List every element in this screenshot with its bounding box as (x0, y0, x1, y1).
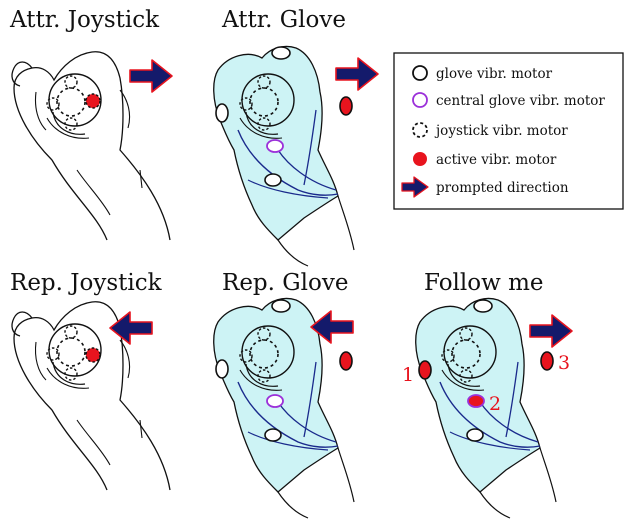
legend: glove vibr. motor central glove vibr. mo… (394, 53, 623, 209)
glove-motor (216, 360, 228, 378)
panel-title: Attr. Joystick (9, 7, 160, 33)
central-motor-icon (413, 93, 427, 107)
legend-label: prompted direction (436, 180, 569, 196)
joystick-motor-icon (413, 123, 427, 137)
panel-title: Follow me (424, 270, 544, 296)
panel-title: Attr. Glove (221, 7, 346, 33)
active-motor (541, 352, 553, 370)
glove-motor (272, 47, 290, 59)
panel-title: Rep. Joystick (10, 270, 163, 296)
glove-motor (216, 104, 228, 122)
panel-follow-me: Follow me 1 2 3 (402, 270, 572, 518)
direction-arrow-right-icon (530, 315, 572, 347)
panel-title: Rep. Glove (222, 270, 348, 296)
central-motor (267, 395, 283, 407)
legend-label: joystick vibr. motor (434, 123, 568, 139)
legend-label: active vibr. motor (436, 152, 557, 168)
sequence-label: 1 (402, 364, 414, 386)
glove-motor (467, 429, 483, 441)
panel-attr-glove: Attr. Glove (214, 7, 378, 266)
legend-label: glove vibr. motor (436, 66, 553, 82)
glove-motor (265, 174, 281, 186)
direction-arrow-right-icon (130, 60, 172, 92)
glove-motor (474, 300, 492, 312)
legend-item-central-motor: central glove vibr. motor (413, 93, 605, 109)
central-motor (267, 140, 283, 152)
active-motor (419, 361, 431, 379)
glove-motor (272, 300, 290, 312)
active-motor (86, 94, 100, 108)
active-motor (86, 348, 100, 362)
central-motor (468, 395, 484, 407)
direction-arrow-right-icon (336, 58, 378, 90)
legend-item-joystick-motor: joystick vibr. motor (413, 123, 568, 139)
legend-label: central glove vibr. motor (436, 93, 605, 109)
joystick-motors (47, 76, 85, 130)
sequence-label: 2 (489, 393, 501, 415)
glove-motor (265, 429, 281, 441)
panel-attr-joystick: Attr. Joystick (9, 7, 172, 240)
joystick-motors (47, 326, 85, 380)
panel-rep-joystick: Rep. Joystick (10, 270, 170, 490)
glove-motor-icon (413, 66, 427, 80)
sequence-label: 3 (558, 352, 570, 374)
active-motor-icon (413, 152, 427, 166)
active-motor (340, 352, 352, 370)
active-motor (340, 97, 352, 115)
panel-rep-glove: Rep. Glove (214, 270, 354, 518)
